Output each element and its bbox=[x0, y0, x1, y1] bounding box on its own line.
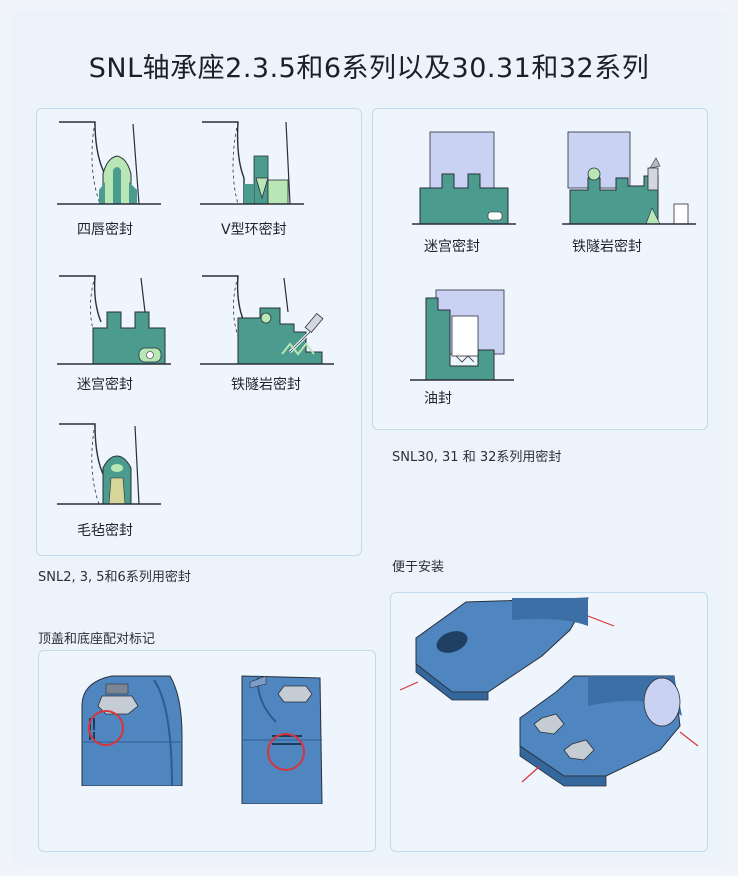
housing-marking-diagram-left bbox=[81, 675, 183, 786]
oil-seal-diagram bbox=[410, 289, 514, 381]
labyrinth-seal-diagram-right bbox=[412, 131, 516, 225]
taconite-seal-diagram-left bbox=[200, 275, 334, 365]
housing-marking-diagram-right bbox=[241, 675, 323, 804]
taconite-seal-diagram-right bbox=[562, 131, 696, 225]
label-taconite-seal-right: 铁隧岩密封 bbox=[572, 239, 642, 255]
label-taconite-seal-left: 铁隧岩密封 bbox=[231, 377, 301, 393]
labyrinth-seal-diagram-left bbox=[57, 275, 171, 365]
left-seal-panel bbox=[36, 108, 362, 556]
label-labyrinth-seal-left: 迷宫密封 bbox=[77, 377, 133, 393]
label-felt-seal: 毛毡密封 bbox=[77, 523, 133, 539]
left-panel-caption: SNL2, 3, 5和6系列用密封 bbox=[38, 570, 191, 585]
housing-install-diagram bbox=[399, 597, 699, 787]
felt-seal-diagram bbox=[57, 423, 161, 505]
label-v-ring-seal: V型环密封 bbox=[221, 222, 287, 238]
v-ring-seal-diagram bbox=[200, 121, 304, 205]
page-title: SNL轴承座2.3.5和6系列以及30.31和32系列 bbox=[88, 53, 650, 84]
label-labyrinth-seal-right: 迷宫密封 bbox=[424, 239, 480, 255]
label-oil-seal: 油封 bbox=[424, 391, 452, 407]
right-panel-caption: SNL30, 31 和 32系列用密封 bbox=[392, 450, 562, 465]
marking-heading: 顶盖和底座配对标记 bbox=[38, 632, 156, 647]
four-lip-seal-diagram bbox=[57, 121, 161, 205]
label-four-lip-seal: 四唇密封 bbox=[77, 222, 133, 238]
easy-install-heading: 便于安装 bbox=[392, 560, 445, 575]
